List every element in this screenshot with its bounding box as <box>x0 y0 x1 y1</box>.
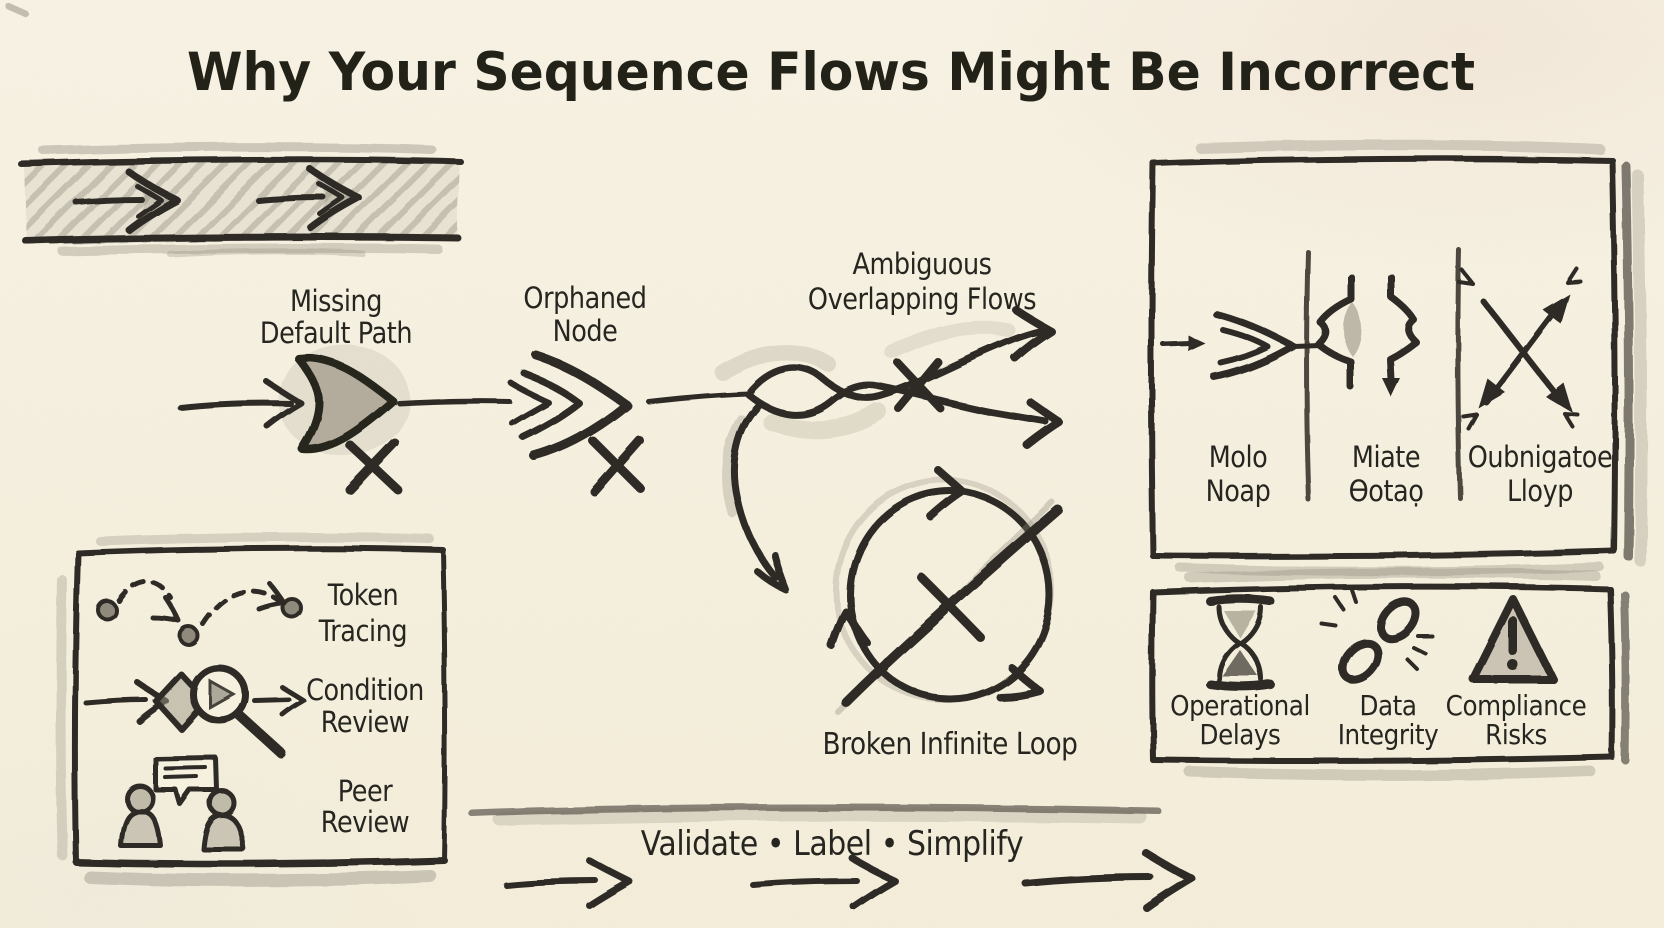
orphaned-node-figure <box>396 351 751 496</box>
label-line: Integrity <box>1337 718 1439 751</box>
label-line: Overlapping Flows <box>807 282 1037 316</box>
label-line: Risks <box>1485 718 1547 751</box>
label-line: Ɵotaọ <box>1348 474 1424 508</box>
broken-loop-label: Broken Infinite Loop <box>822 727 1078 762</box>
label-line: Oubnigatoe <box>1467 440 1613 474</box>
label-line: Molo <box>1208 440 1268 474</box>
label-line: Ambiguous <box>852 247 992 281</box>
notation-item-label: Molo Noap <box>1206 440 1271 508</box>
review-item-label: Peer Review <box>320 774 410 839</box>
label-line: Token <box>327 578 399 612</box>
peer-review-icon <box>118 755 246 852</box>
sequence-flow-banner-icon <box>18 142 464 256</box>
pencil-tick <box>5 3 29 17</box>
missing-default-path-label: Missing Default Path <box>259 284 413 350</box>
label-line: Peer <box>337 774 393 808</box>
impact-item-label: Compliance Risks <box>1446 691 1587 749</box>
page-title: Why Your Sequence Flows Might Be Incorre… <box>186 42 1476 103</box>
notation-item-label: Miate Ɵotaọ <box>1349 440 1424 508</box>
crossed-arrows-icon <box>1457 266 1582 430</box>
label-line: Orphaned <box>523 281 647 315</box>
hourglass-icon <box>1205 594 1275 691</box>
impact-item-label: Operational Delays <box>1170 691 1310 749</box>
review-panel-frame <box>55 532 448 887</box>
label-line: Noap <box>1205 474 1271 508</box>
label-line: Review <box>320 805 410 839</box>
condition-review-icon <box>83 664 306 758</box>
orphaned-node-label: Orphaned Node <box>523 281 647 348</box>
arrow-right-icon <box>749 854 898 910</box>
panel-divider <box>1455 247 1463 501</box>
label-line: Compliance <box>1445 689 1587 722</box>
token-tracing-icon <box>96 579 303 647</box>
arrow-right-icon <box>1021 849 1196 912</box>
label-line: Default Path <box>259 316 413 350</box>
notation-item-label: Oubnigatoe Lloyp <box>1467 440 1613 508</box>
broken-loop-figure <box>828 466 1063 715</box>
footer-figure <box>468 803 1196 912</box>
label-line: Operational <box>1170 689 1310 722</box>
review-item-label: Condition Review <box>306 674 424 738</box>
label-line: Missing <box>289 284 383 318</box>
panel-divider <box>1304 249 1312 503</box>
impacts-panel-frame <box>1149 568 1630 781</box>
label-line: Delays <box>1199 718 1281 751</box>
arrow-right-icon <box>503 857 634 910</box>
broken-chain-icon <box>1320 588 1434 684</box>
footer-tagline: Validate • Label • Simplify <box>640 824 1024 864</box>
label-line: Condition <box>306 673 424 707</box>
label-line: Tracing <box>318 614 408 648</box>
label-line: Data <box>1359 689 1417 722</box>
label-line: Miate <box>1351 440 1421 474</box>
warning-triangle-icon <box>1469 595 1557 683</box>
label-line: Review <box>320 705 410 739</box>
ambiguous-flows-label: Ambiguous Overlapping Flows <box>807 247 1037 317</box>
divider-smudge <box>468 803 1162 817</box>
review-item-label: Token Tracing <box>318 577 408 649</box>
clashing-gateways-icon <box>1314 273 1420 397</box>
impact-item-label: Data Integrity <box>1338 691 1439 749</box>
label-line: Lloyp <box>1506 474 1574 508</box>
label-line: Node <box>552 314 618 348</box>
missing-default-path-figure <box>177 344 410 495</box>
notation-panel-frame <box>1148 139 1648 576</box>
ambiguous-flows-figure <box>714 306 1063 594</box>
